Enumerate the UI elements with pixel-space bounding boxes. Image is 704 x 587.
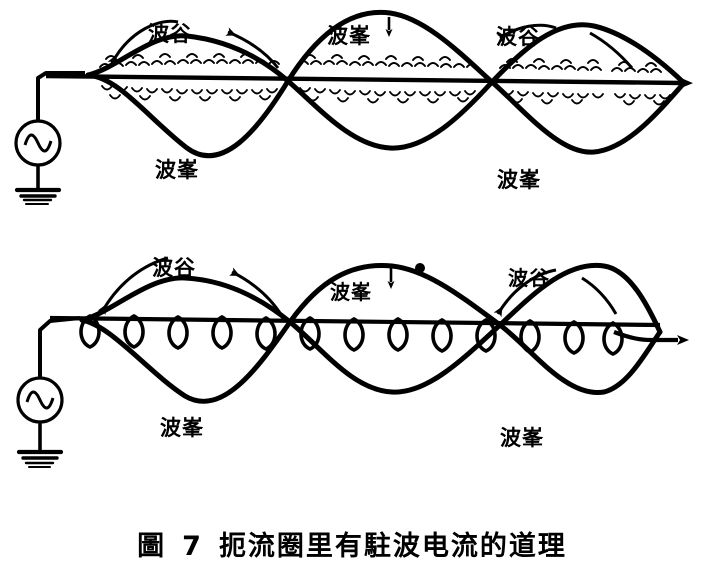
label-lower-trough-right: 波谷 <box>508 266 550 290</box>
label-upper-crest-top: 波峯 <box>327 24 371 48</box>
leader-upper-trough-right-b <box>589 31 634 69</box>
leader-lower-trough-right-b <box>581 276 618 315</box>
ac-source-icon-lower <box>16 376 64 424</box>
standing-wave-envelope-b-upper <box>85 22 687 151</box>
leader-upper-trough-left <box>107 19 179 67</box>
label-lower-crest-right: 波峯 <box>500 426 544 450</box>
standing-wave-envelope-a-lower <box>79 262 663 404</box>
lower-diagram <box>16 256 689 468</box>
ac-source-icon-upper <box>14 119 62 167</box>
leader-lower-trough-left-b <box>229 267 284 317</box>
figure-caption-number: 7 <box>182 531 203 562</box>
label-upper-crest-left: 波峯 <box>155 158 199 182</box>
label-upper-crest-right: 波峯 <box>497 168 541 192</box>
figure-caption-label: 圖 <box>137 531 167 562</box>
standing-wave-envelope-a-upper <box>85 9 687 159</box>
label-lower-trough-left: 波谷 <box>152 256 196 280</box>
leader-lower-trough-left <box>97 256 169 316</box>
leader-upper-trough-left-b <box>225 27 280 69</box>
transmission-line-upper <box>45 73 693 88</box>
leader-lower-trough-right <box>493 268 557 318</box>
label-lower-crest-left: 波峯 <box>160 416 204 440</box>
label-upper-trough-right: 波谷 <box>496 25 540 49</box>
upper-diagram <box>14 9 693 205</box>
ground-icon-lower <box>16 449 64 468</box>
leader-upper-trough-right <box>496 23 557 43</box>
standing-wave-envelope-b-lower <box>79 262 663 395</box>
figure-caption-text: 扼流圈里有駐波电流的道理 <box>218 531 567 562</box>
label-upper-trough-left: 波谷 <box>148 22 192 46</box>
ground-icon-upper <box>14 187 62 205</box>
label-lower-crest-top: 波峯 <box>330 280 372 304</box>
